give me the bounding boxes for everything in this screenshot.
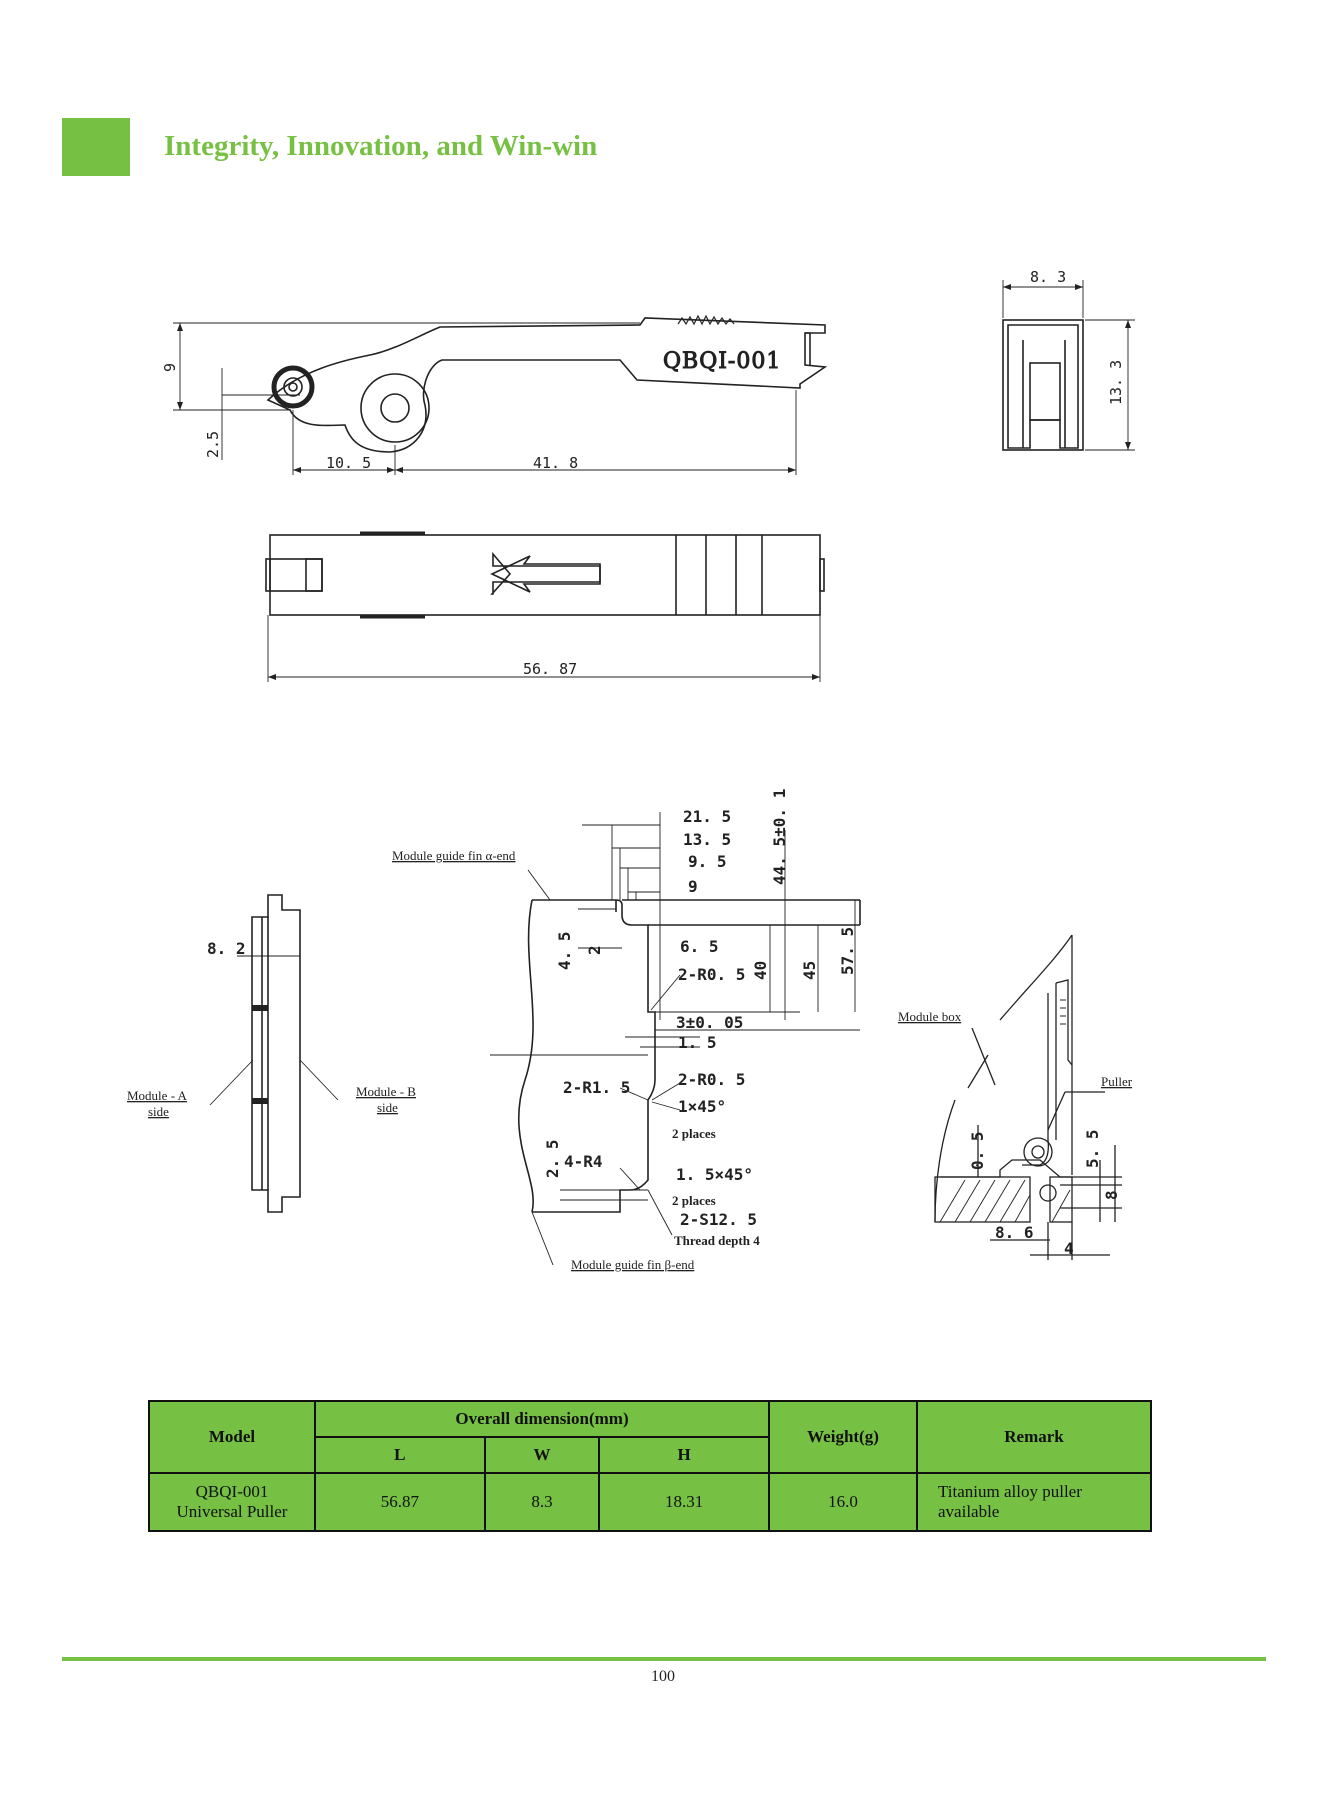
dim-height-9: 9 xyxy=(161,363,179,372)
cell-model-line1: QBQI-001 xyxy=(195,1482,269,1501)
table-row: QBQI-001 Universal Puller 56.87 8.3 18.3… xyxy=(148,1472,1152,1532)
dim-1-5: 1. 5 xyxy=(678,1033,717,1052)
dim-8-6: 8. 6 xyxy=(995,1223,1034,1242)
dim-2-r1-5: 2-R1. 5 xyxy=(563,1078,630,1097)
dim-9: 9 xyxy=(688,877,698,896)
spec-table: Model Overall dimension(mm) Weight(g) Re… xyxy=(148,1400,1152,1532)
cell-remark-line1: Titanium alloy puller xyxy=(938,1482,1082,1501)
page-number: 100 xyxy=(651,1668,675,1685)
dim-5-5: 5. 5 xyxy=(1083,1129,1102,1168)
label-module-b-side: side xyxy=(377,1100,398,1115)
label-thread-depth: Thread depth 4 xyxy=(674,1233,760,1248)
label-module-guide-alpha: Module guide fin α-end xyxy=(392,848,516,863)
dim-57-5: 57. 5 xyxy=(838,927,857,975)
dim-3-005: 3±0. 05 xyxy=(676,1013,743,1032)
footer-divider xyxy=(62,1657,1266,1661)
page-title: Integrity, Innovation, and Win-win xyxy=(164,130,598,162)
header-weight: Weight(g) xyxy=(768,1400,918,1474)
label-module-b: Module - B xyxy=(356,1084,416,1099)
cell-model: QBQI-001 Universal Puller xyxy=(148,1472,316,1532)
dim-9-5: 9. 5 xyxy=(688,852,727,871)
dim-8-2: 8. 2 xyxy=(207,939,246,958)
dim-4: 4 xyxy=(1064,1239,1074,1258)
cell-weight: 16.0 xyxy=(768,1472,918,1532)
dim-2-r0-5-b: 2-R0. 5 xyxy=(678,1070,745,1089)
dim-1x45: 1×45° xyxy=(678,1097,726,1116)
dim-2-s12-5: 2-S12. 5 xyxy=(680,1210,757,1229)
dim-8: 8 xyxy=(1102,1190,1121,1200)
dim-21-5: 21. 5 xyxy=(683,807,731,826)
header-model: Model xyxy=(148,1400,316,1474)
header-accent-square xyxy=(62,118,130,176)
header-w: W xyxy=(483,1436,601,1474)
dim-height-13-3: 13. 3 xyxy=(1107,360,1125,405)
label-module-a-side: side xyxy=(148,1104,169,1119)
label-module-box: Module box xyxy=(898,1009,962,1024)
cell-remark: Titanium alloy puller available xyxy=(916,1472,1152,1532)
cell-l: 56.87 xyxy=(314,1472,486,1532)
cell-model-line2: Universal Puller xyxy=(176,1502,288,1521)
cell-h: 18.31 xyxy=(598,1472,770,1532)
cell-remark-line2: available xyxy=(938,1502,1000,1521)
technical-drawing: 9 2.5 10. 5 41. 8 QBQI-001 8. 3 13. 3 xyxy=(127,268,1135,1272)
dim-44-5: 44. 5±0. 1 xyxy=(770,789,789,885)
dim-6-5: 6. 5 xyxy=(680,937,719,956)
dim-len-10-5: 10. 5 xyxy=(326,454,371,472)
header-overall-dimension: Overall dimension(mm) xyxy=(314,1400,770,1438)
dim-1-5x45: 1. 5×45° xyxy=(676,1165,753,1184)
dim-width-8-3: 8. 3 xyxy=(1030,268,1066,286)
dim-13-5: 13. 5 xyxy=(683,830,731,849)
dim-40: 40 xyxy=(751,961,770,980)
dim-offset-2-5: 2.5 xyxy=(204,431,222,458)
dim-0-5: 0. 5 xyxy=(968,1131,987,1170)
dim-total-56-87: 56. 87 xyxy=(523,660,577,678)
label-two-places-1: 2 places xyxy=(672,1126,716,1141)
dim-4-r4: 4-R4 xyxy=(564,1152,603,1171)
header-h: H xyxy=(598,1436,770,1474)
label-module-guide-beta: Module guide fin β-end xyxy=(571,1257,695,1272)
cell-w: 8.3 xyxy=(483,1472,601,1532)
header-l: L xyxy=(314,1436,486,1474)
dim-2-r0-5-a: 2-R0. 5 xyxy=(678,965,745,984)
dim-2-5: 2. 5 xyxy=(543,1139,562,1178)
dim-4-5: 4. 5 xyxy=(555,931,574,970)
label-puller: Puller xyxy=(1101,1074,1133,1089)
label-two-places-2: 2 places xyxy=(672,1193,716,1208)
dim-len-41-8: 41. 8 xyxy=(533,454,578,472)
label-module-a: Module - A xyxy=(127,1088,188,1103)
dim-2: 2 xyxy=(585,945,604,955)
header-remark: Remark xyxy=(916,1400,1152,1474)
dim-45: 45 xyxy=(800,961,819,980)
part-label: QBQI-001 xyxy=(663,349,781,374)
